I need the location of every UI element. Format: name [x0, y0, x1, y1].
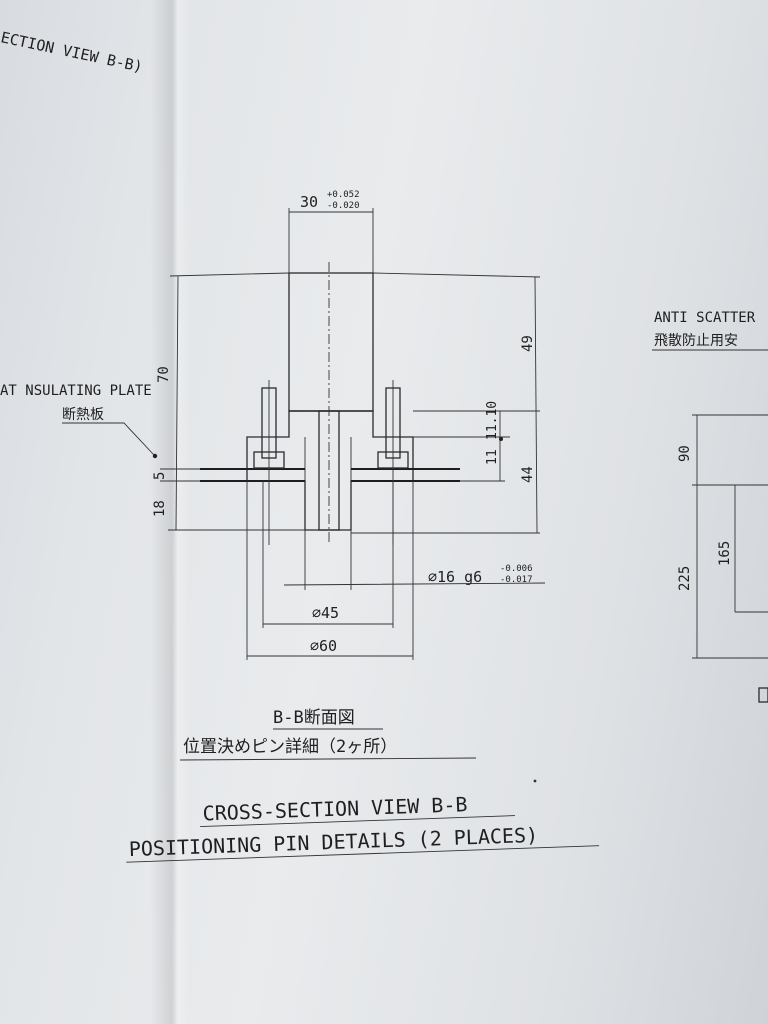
right-dim-90: 90 — [677, 445, 693, 462]
speck — [533, 779, 537, 783]
dim-60: ∅60 — [310, 637, 337, 655]
caption-jp-title: B-B断面図 — [273, 708, 355, 728]
caption-en-title: CROSS-SECTION VIEW B-B — [202, 792, 468, 825]
caption-en-group: CROSS-SECTION VIEW B-B POSITIONING PIN D… — [126, 792, 600, 863]
insulating-plate-label-jp: 断熱板 — [62, 407, 104, 423]
dim-right-lines — [351, 272, 541, 534]
right-dim-165: 165 — [717, 541, 733, 566]
header-partial-title: ECTION VIEW B-B) — [0, 28, 144, 76]
dim-marker-dot — [499, 437, 503, 441]
dim-11: 11 — [485, 449, 500, 465]
dim-30-lines — [288, 208, 374, 273]
dim-16-lines — [283, 530, 546, 590]
dim-16-tol-upper: -0.006 — [500, 564, 533, 574]
leader-dot — [152, 453, 158, 459]
dim-45: ∅45 — [312, 604, 339, 622]
dim-44: 44 — [520, 466, 536, 483]
flange-outline — [246, 410, 414, 531]
paper-fold — [150, 0, 190, 1024]
caption-en-title-underline — [200, 815, 515, 828]
pin-body-top — [288, 272, 374, 412]
caption-jp-subtitle-underline — [179, 757, 477, 761]
right-dim-225: 225 — [677, 566, 693, 591]
right-view-fragment — [758, 687, 768, 703]
anti-scatter-label-en: ANTI SCATTER — [654, 310, 756, 326]
insulating-plate-label-en: AT NSULATING PLATE — [0, 383, 152, 399]
dim-30-tol-upper: +0.052 — [327, 190, 360, 200]
dim-30: 30 — [300, 193, 318, 211]
insulating-plate — [200, 468, 460, 482]
caption-en-subtitle-underline — [126, 845, 600, 863]
dim-left-lines — [160, 272, 305, 531]
dim-16-tol-lower: -0.017 — [500, 575, 533, 585]
dim-45-lines — [262, 481, 394, 628]
insulating-plate-leader — [62, 422, 155, 456]
dim-16: ∅16 g6 — [428, 568, 482, 586]
dim-60-lines — [246, 481, 414, 660]
dim-18: 18 — [152, 500, 168, 517]
right-view-lines — [692, 414, 768, 659]
dim-49: 49 — [520, 335, 536, 352]
dim-11-10: 11.10 — [485, 401, 500, 440]
anti-scatter-label-jp: 飛散防止用安 — [654, 333, 738, 349]
caption-jp-subtitle: 位置決めピン詳細（2ヶ所） — [183, 737, 397, 757]
dim-70: 70 — [156, 366, 172, 383]
dim-5: 5 — [152, 472, 168, 480]
flange-inner — [304, 437, 352, 481]
dim-30-tol-lower: -0.020 — [327, 201, 360, 211]
